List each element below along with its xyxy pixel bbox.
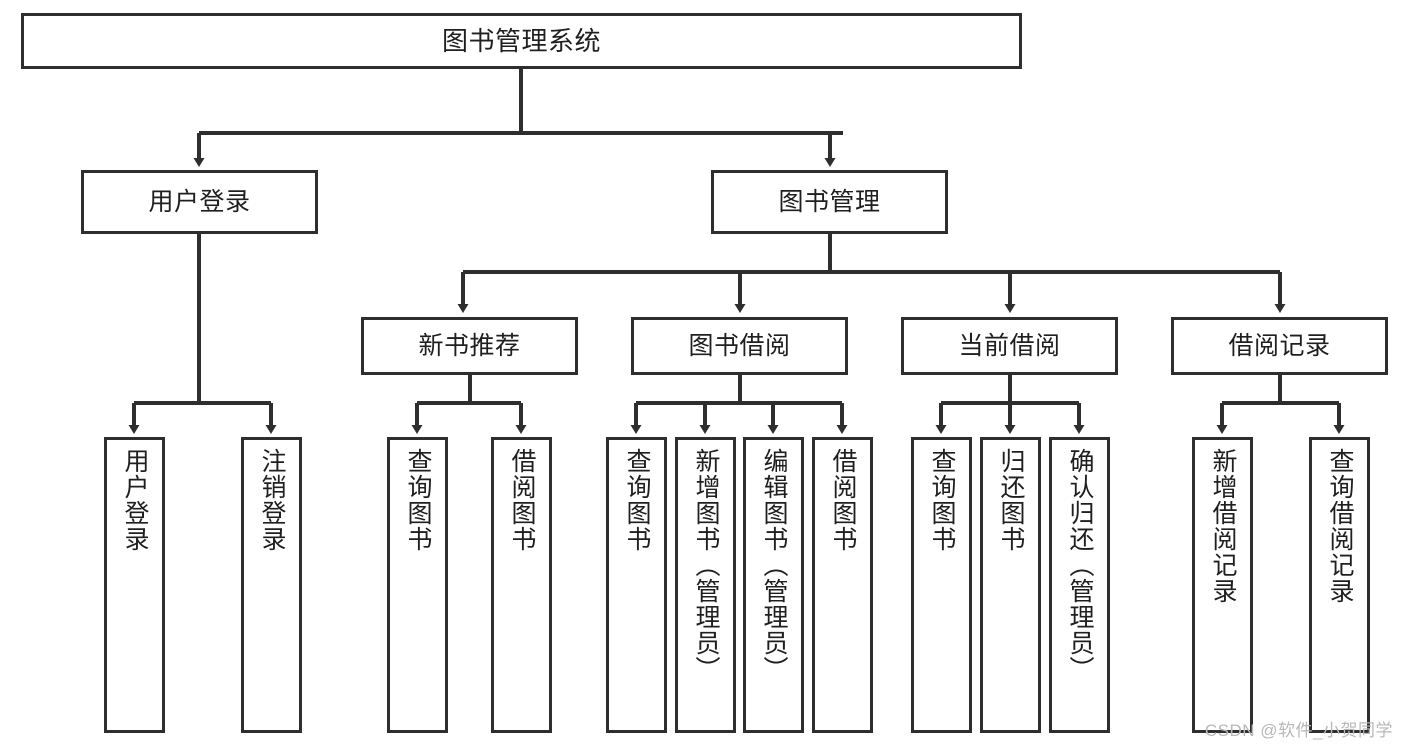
node-label: 注销登录: [258, 448, 286, 552]
node-book-borrow[interactable]: 图书借阅: [631, 317, 848, 375]
node-user-login[interactable]: 用户登录: [81, 170, 318, 234]
node-new-book-recommend[interactable]: 新书推荐: [361, 317, 578, 375]
node-label: 图书借阅: [688, 331, 791, 360]
node-label: 当前借阅: [958, 331, 1061, 360]
leaf-return-book[interactable]: 归还图书: [980, 437, 1041, 733]
node-book-manage[interactable]: 图书管理: [711, 170, 948, 234]
node-label: 查询图书: [928, 448, 956, 552]
leaf-user-login[interactable]: 用户登录: [104, 437, 165, 733]
node-label: 用户登录: [148, 187, 251, 216]
node-label: 用户登录: [121, 448, 149, 552]
leaf-query-book-2[interactable]: 查询图书: [606, 437, 667, 733]
node-label: 查询图书: [623, 448, 651, 552]
node-label: 借阅图书: [508, 448, 536, 552]
node-label: 借阅图书: [829, 448, 857, 552]
node-label: 编辑图书（管理员）: [760, 448, 788, 682]
node-label: 查询图书: [404, 448, 432, 552]
node-label: 查询借阅记录: [1326, 448, 1354, 604]
leaf-query-book-1[interactable]: 查询图书: [387, 437, 448, 733]
node-label: 归还图书: [997, 448, 1025, 552]
leaf-query-record[interactable]: 查询借阅记录: [1309, 437, 1370, 733]
leaf-add-record[interactable]: 新增借阅记录: [1192, 437, 1253, 733]
node-label: 新增图书（管理员）: [692, 448, 720, 682]
node-label: 新书推荐: [418, 331, 521, 360]
node-root-system[interactable]: 图书管理系统: [21, 13, 1022, 69]
node-current-borrow[interactable]: 当前借阅: [901, 317, 1118, 375]
leaf-logout-login[interactable]: 注销登录: [241, 437, 302, 733]
node-label: 图书管理: [778, 187, 881, 216]
watermark: CSDN @软件_小贺同学: [1204, 721, 1393, 740]
node-label: 新增借阅记录: [1209, 448, 1237, 604]
leaf-add-book[interactable]: 新增图书（管理员）: [675, 437, 736, 733]
leaf-edit-book[interactable]: 编辑图书（管理员）: [743, 437, 804, 733]
leaf-borrow-book-2[interactable]: 借阅图书: [812, 437, 873, 733]
node-borrow-record[interactable]: 借阅记录: [1171, 317, 1388, 375]
leaf-query-book-3[interactable]: 查询图书: [911, 437, 972, 733]
node-label: 图书管理系统: [441, 25, 601, 56]
leaf-borrow-book-1[interactable]: 借阅图书: [491, 437, 552, 733]
node-label: 确认归还（管理员）: [1066, 448, 1094, 682]
leaf-confirm-return[interactable]: 确认归还（管理员）: [1049, 437, 1110, 733]
node-label: 借阅记录: [1228, 331, 1331, 360]
